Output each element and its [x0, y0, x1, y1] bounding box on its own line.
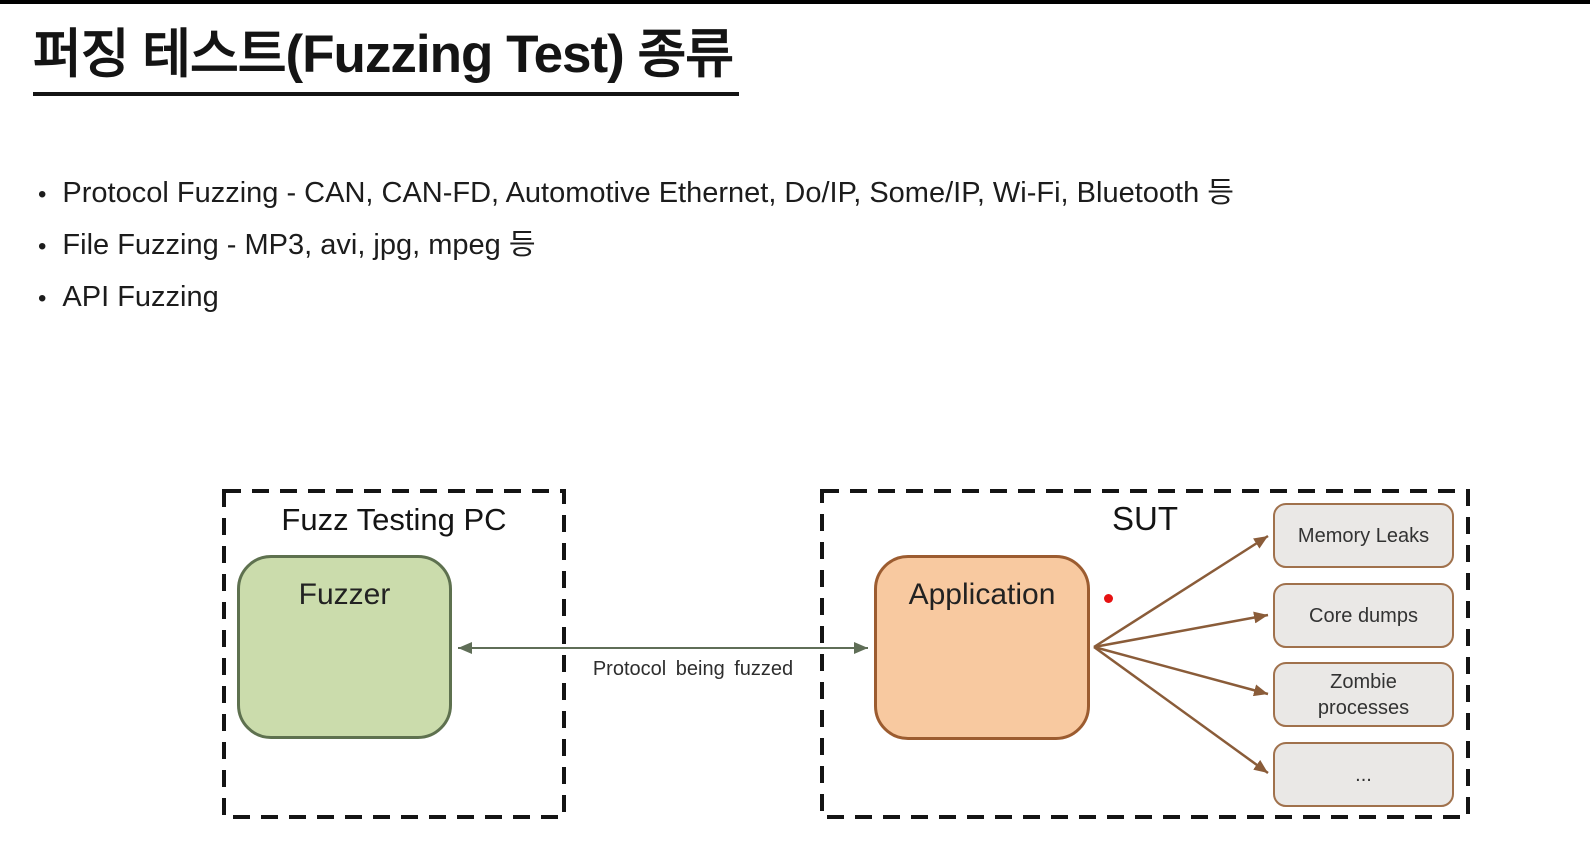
bullet-text: API Fuzzing: [62, 281, 219, 313]
top-letterbox-bar: [0, 0, 1590, 4]
fuzzer-node: Fuzzer: [237, 555, 452, 739]
bullet-item-protocol-fuzzing: • Protocol Fuzzing - CAN, CAN-FD, Automo…: [38, 168, 1234, 220]
protocol-arrow-label: Protocol being fuzzed: [592, 658, 794, 680]
outcome-label: Core dumps: [1309, 604, 1418, 627]
fuzzer-label: Fuzzer: [298, 578, 391, 611]
outcome-box-core-dumps: Core dumps: [1273, 583, 1454, 648]
outcome-box-other: ...: [1273, 742, 1454, 807]
bullet-marker: •: [38, 285, 47, 312]
bullet-item-file-fuzzing: • File Fuzzing - MP3, avi, jpg, mpeg 등: [38, 220, 1234, 272]
laser-pointer-dot: [1104, 594, 1113, 603]
outcome-box-memory-leaks: Memory Leaks: [1273, 503, 1454, 568]
application-node: Application: [874, 555, 1090, 740]
bullet-marker: •: [38, 181, 47, 208]
bullet-marker: •: [38, 233, 47, 260]
bullet-text: Protocol Fuzzing - CAN, CAN-FD, Automoti…: [62, 177, 1234, 209]
application-label: Application: [908, 578, 1056, 611]
bullet-list: • Protocol Fuzzing - CAN, CAN-FD, Automo…: [38, 168, 1234, 324]
fuzz-testing-pc-label: Fuzz Testing PC: [281, 502, 507, 537]
outcome-label: ...: [1355, 763, 1372, 786]
outcome-label: Memory Leaks: [1297, 524, 1430, 547]
bullet-text: File Fuzzing - MP3, avi, jpg, mpeg 등: [62, 229, 536, 261]
outcome-box-zombie-processes: Zombie processes: [1273, 662, 1454, 727]
page-title: 퍼징 테스트(Fuzzing Test) 종류: [33, 12, 740, 96]
bullet-item-api-fuzzing: • API Fuzzing: [38, 272, 1234, 324]
outcome-label: Zombie processes: [1317, 670, 1410, 719]
